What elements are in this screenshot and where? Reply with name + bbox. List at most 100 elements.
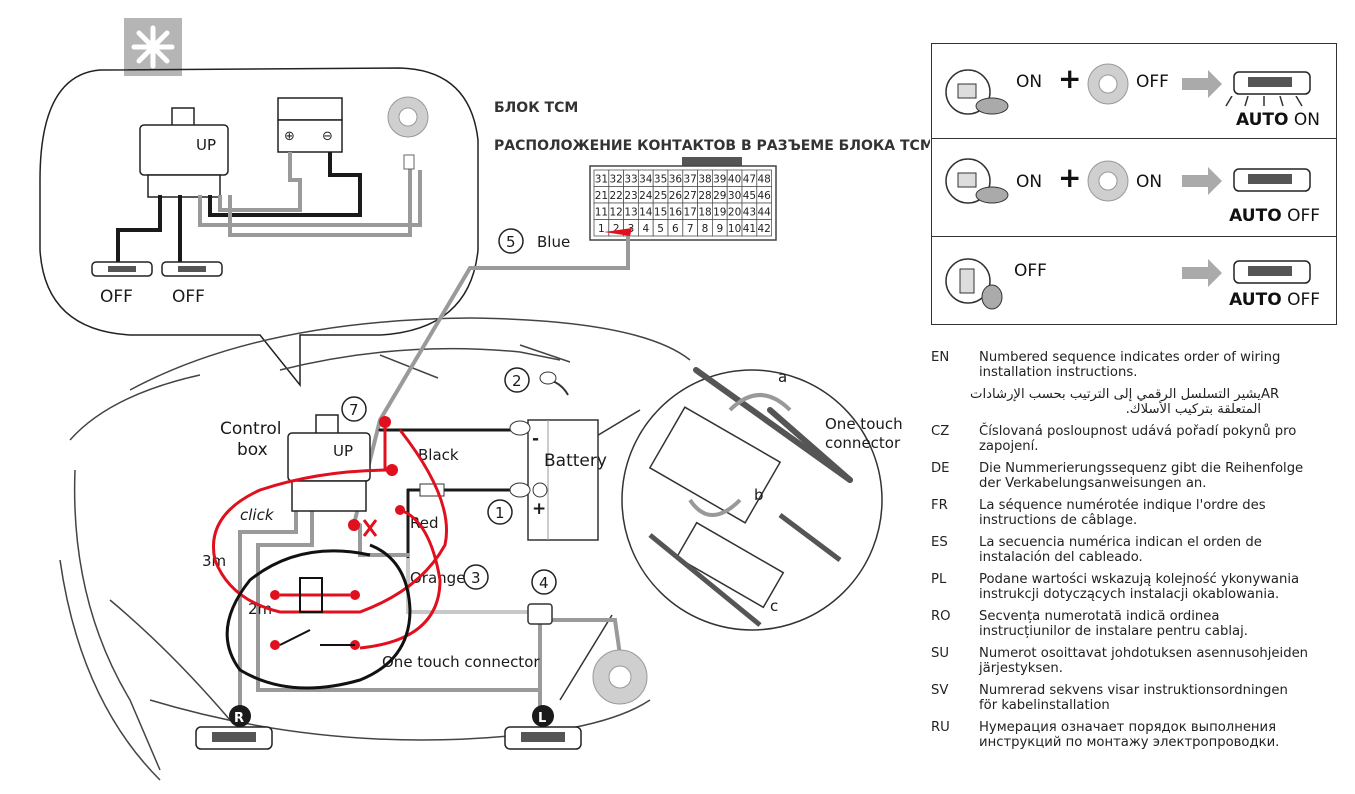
tcm-pin-number: 6 [672, 223, 679, 235]
tcm-pin-number: 41 [743, 223, 756, 235]
mode2-lamp-state: ON [1136, 172, 1163, 192]
tcm-pin-number: 32 [610, 174, 623, 186]
inset-off-right: OFF [172, 287, 205, 307]
tcm-pin-number: 36 [669, 174, 683, 186]
drl-r-label: R [234, 711, 244, 726]
tcm-pin-number: 12 [610, 207, 623, 219]
legend-text: Číslovaná posloupnost udává pořadí pokyn… [979, 424, 1297, 454]
tcm-pin-number: 16 [669, 207, 683, 219]
label-a: a [778, 368, 787, 386]
connector-zoom-circle [621, 367, 883, 631]
label-control: Control [220, 419, 281, 439]
mode2-auto: AUTO OFF [1229, 206, 1320, 226]
tcm-pin-number: 5 [657, 223, 664, 235]
mode2-plus: + [1058, 161, 1082, 194]
legend-text: La séquence numérotée indique l'ordre de… [979, 498, 1266, 528]
label-c: c [770, 597, 778, 615]
inset-off-left: OFF [100, 287, 133, 307]
logo-icon [124, 18, 182, 76]
mode3-auto: AUTO OFF [1229, 290, 1320, 310]
legend-text: La secuencia numérica indican el orden d… [979, 535, 1262, 565]
legend-language-code: ES [931, 535, 948, 550]
label-one-touch-right-2: connector [825, 434, 901, 452]
drl-right-unit: R [195, 705, 273, 750]
label-click: click [240, 506, 275, 524]
battery-plus: + [532, 499, 546, 519]
svg-text:⊕: ⊕ [284, 129, 295, 144]
tcm-pin-number: 44 [758, 207, 772, 219]
tcm-pin-number: 21 [595, 190, 608, 202]
svg-text:⊖: ⊖ [322, 129, 333, 144]
legend-row: RO Secvența numerotată indică ordinea ins… [931, 609, 1351, 639]
step-4-marker: 4 [531, 569, 557, 595]
tcm-pin-number: 47 [743, 174, 756, 186]
tcm-pin-number: 1 [598, 223, 605, 235]
tcm-pin-number: 31 [595, 174, 608, 186]
mode1-auto: AUTO ON [1235, 110, 1320, 130]
step-5-marker: 5 [498, 228, 524, 254]
legend-text: يشير التسلسل الرقمي إلى الترتيب بحسب الإ… [970, 387, 1261, 417]
label-red: Red [410, 514, 439, 532]
tcm-pin-number: 20 [728, 207, 741, 219]
inset-relay: ⊕ ⊖ [277, 97, 343, 153]
drl-left-unit: L [504, 705, 582, 750]
fog-lamp-icon [592, 649, 648, 705]
tcm-pin-number: 24 [639, 190, 653, 202]
tcm-subtitle: РАСПОЛОЖЕНИЕ КОНТАКТОВ В РАЗЪЕМЕ БЛОКА T… [494, 138, 930, 154]
zoom-leader-line [559, 614, 613, 701]
mode3-key-state: OFF [1014, 261, 1047, 281]
tcm-pin-number: 26 [669, 190, 683, 202]
inset-up-label: UP [196, 136, 216, 154]
mode1-lamp-icon [1087, 63, 1129, 105]
inset-lamp-icon [387, 96, 429, 170]
legend-language-code: PL [931, 572, 947, 587]
tcm-pin-number: 18 [698, 207, 711, 219]
tcm-pin-number: 30 [728, 190, 741, 202]
legend-language-code: SU [931, 646, 950, 661]
mode2-lamp-icon [1087, 160, 1129, 202]
ignition-key-icon [945, 69, 1009, 115]
tcm-pin-number: 10 [728, 223, 741, 235]
control-box-up: UP [333, 442, 353, 460]
tcm-pin-number: 11 [595, 207, 608, 219]
inset-wires [116, 152, 422, 265]
legend-language-code: RU [931, 720, 950, 735]
inset-control-box: UP [139, 107, 229, 198]
ignition-key-off-icon [945, 258, 1003, 310]
tcm-pin-number: 42 [758, 223, 771, 235]
step-1-marker: 1 [487, 499, 513, 525]
tcm-pin-number: 14 [639, 207, 653, 219]
legend-row: PL Podane wartości wskazują kolejność yko… [931, 572, 1351, 602]
main-wires [238, 236, 630, 714]
mode1-plus: + [1058, 62, 1082, 95]
legend-row: ES La secuencia numérica indican el orden… [931, 535, 1351, 565]
tcm-pin-number: 4 [642, 223, 649, 235]
drl-l-label: L [538, 711, 546, 726]
legend-row: RU Нумерация означает порядок выполнения … [931, 720, 1351, 750]
legend-language-code: RO [931, 609, 951, 624]
label-battery: Battery [544, 451, 607, 471]
legend-text: Numbered sequence indicates order of wir… [979, 350, 1281, 380]
legend-text: Secvența numerotată indică ordinea instr… [979, 609, 1248, 639]
legend-language-code: AR [1261, 387, 1280, 402]
tcm-pin-number: 8 [702, 223, 709, 235]
wiring-diagram: UP ⊕ ⊖ OFF OFF БЛОК TCM РАСПОЛОЖЕНИЕ КОН… [39, 18, 930, 781]
tcm-pin-number: 23 [624, 190, 637, 202]
mode2-arrow-drl-icon [1182, 167, 1311, 195]
legend-language-code: SV [931, 683, 949, 698]
legend-text: Нумерация означает порядок выполнения ин… [979, 720, 1280, 750]
tcm-title: БЛОК TCM [494, 100, 578, 116]
tcm-pin-number: 15 [654, 207, 667, 219]
tcm-pin-number: 7 [687, 223, 694, 235]
tcm-pin-number: 35 [654, 174, 667, 186]
inset-drl-right-icon [161, 261, 223, 277]
tcm-pin-number: 33 [624, 174, 637, 186]
label-2m: 2m [248, 600, 272, 618]
legend-text: Podane wartości wskazują kolejność ykony… [979, 572, 1300, 602]
label-box: box [237, 440, 268, 460]
svg-text:7: 7 [349, 401, 359, 419]
